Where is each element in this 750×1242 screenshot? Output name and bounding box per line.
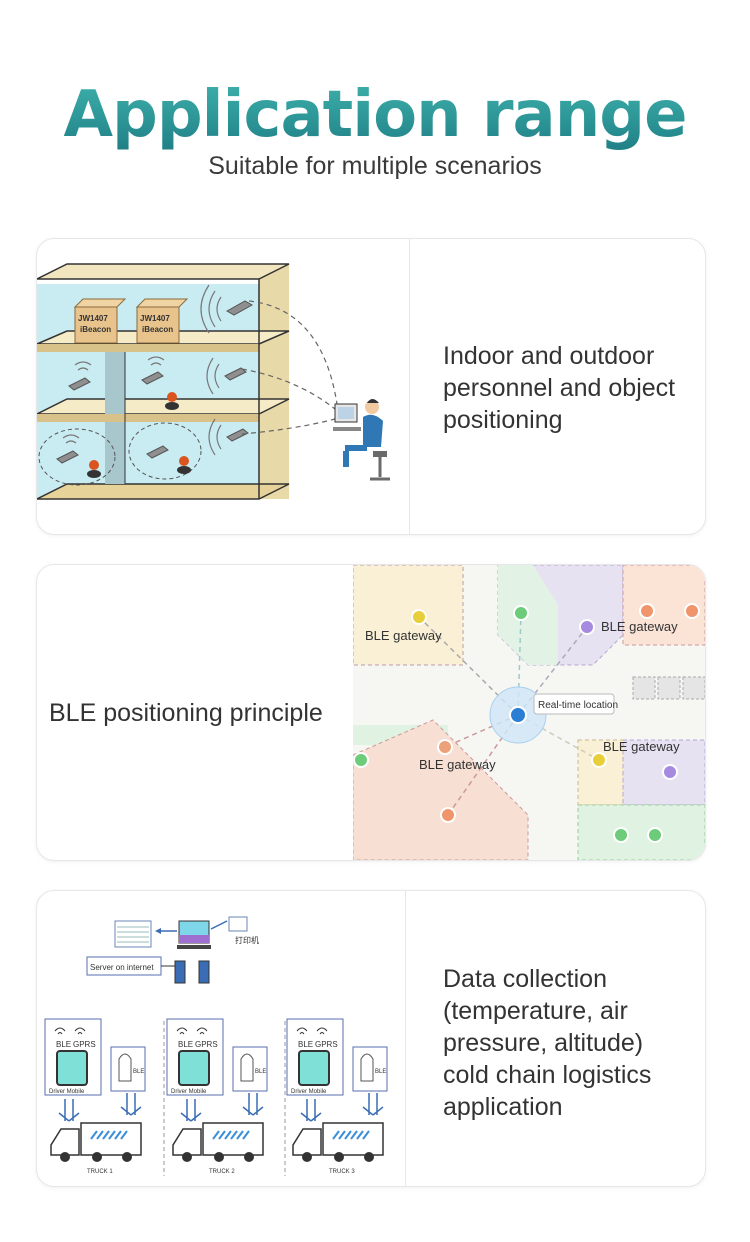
realtime-location-marker xyxy=(489,686,547,744)
printer-label: 打印机 xyxy=(235,935,259,945)
mobile-label: Driver Mobile xyxy=(171,1089,207,1095)
mobile-label: Driver Mobile xyxy=(291,1089,327,1095)
scenario-description: Data collection (temperature, air pressu… xyxy=(443,965,652,1121)
beacon-box: JW1407 iBeacon xyxy=(135,298,189,344)
person-markers xyxy=(87,392,191,478)
gateway-label: BLE gateway xyxy=(365,628,442,643)
truck-unit: BLE GPRS Driver Mobile BLE TRUCK 2 xyxy=(166,1018,268,1175)
signal-waves xyxy=(62,284,222,456)
page-subtitle: Suitable for multiple scenarios xyxy=(208,152,542,180)
scenario-description: Indoor and outdoor personnel and object … xyxy=(443,342,676,434)
gprs-label: GPRS xyxy=(315,1040,338,1049)
gateway-devices xyxy=(56,300,254,464)
scenario-card-indoor-positioning[interactable]: JW1407 iBeacon JW1407 iBeacon xyxy=(36,238,706,535)
scenario-card-ble-positioning[interactable]: BLE positioning principle xyxy=(36,564,706,861)
ble-label: BLE xyxy=(298,1040,313,1049)
truck-unit: BLE GPRS Driver Mobile BLE TRUCK 3 xyxy=(286,1018,388,1175)
location-label: Real-time location xyxy=(538,700,618,711)
gateway-label: BLE gateway xyxy=(603,739,680,754)
cold-chain-illustration: 打印机 Server on internet BLE GPRS Driver M… xyxy=(37,891,405,1186)
operator-at-computer xyxy=(333,399,390,481)
truck-unit: BLE GPRS Driver Mobile BLE TRUCK 1 xyxy=(44,1018,146,1175)
box-label-type: iBeacon xyxy=(80,325,111,334)
connection-lines xyxy=(241,300,338,435)
truck-label: TRUCK 3 xyxy=(329,1169,355,1175)
mobile-label: Driver Mobile xyxy=(49,1089,85,1095)
gprs-label: GPRS xyxy=(73,1040,96,1049)
ble-label: BLE xyxy=(56,1040,71,1049)
scenario-description: BLE positioning principle xyxy=(49,699,323,727)
ble-map-illustration: Real-time location BLE gateway BLE gatew… xyxy=(352,565,705,860)
page-title: Application range xyxy=(0,78,750,152)
scenario-card-cold-chain[interactable]: 打印机 Server on internet BLE GPRS Driver M… xyxy=(36,890,706,1187)
ble-label: BLE xyxy=(133,1069,144,1075)
gateway-label: BLE gateway xyxy=(419,757,496,772)
building-positioning-illustration: JW1407 iBeacon JW1407 iBeacon xyxy=(37,239,409,534)
box-label-type: iBeacon xyxy=(142,325,173,334)
gateway-dots xyxy=(353,603,700,843)
box-label-model: JW1407 xyxy=(78,314,108,323)
server-label: Server on internet xyxy=(90,963,154,972)
ble-label: BLE xyxy=(255,1069,266,1075)
ble-label: BLE xyxy=(178,1040,193,1049)
beacon-box: JW1407 iBeacon xyxy=(73,298,127,344)
truck-label: TRUCK 2 xyxy=(209,1169,235,1175)
truck-label: TRUCK 1 xyxy=(87,1169,113,1175)
ble-label: BLE xyxy=(375,1069,386,1075)
box-label-model: JW1407 xyxy=(140,314,170,323)
monitoring-station: 打印机 Server on internet xyxy=(86,916,259,984)
gprs-label: GPRS xyxy=(195,1040,218,1049)
gateway-label: BLE gateway xyxy=(601,619,678,634)
range-circles xyxy=(38,422,202,486)
